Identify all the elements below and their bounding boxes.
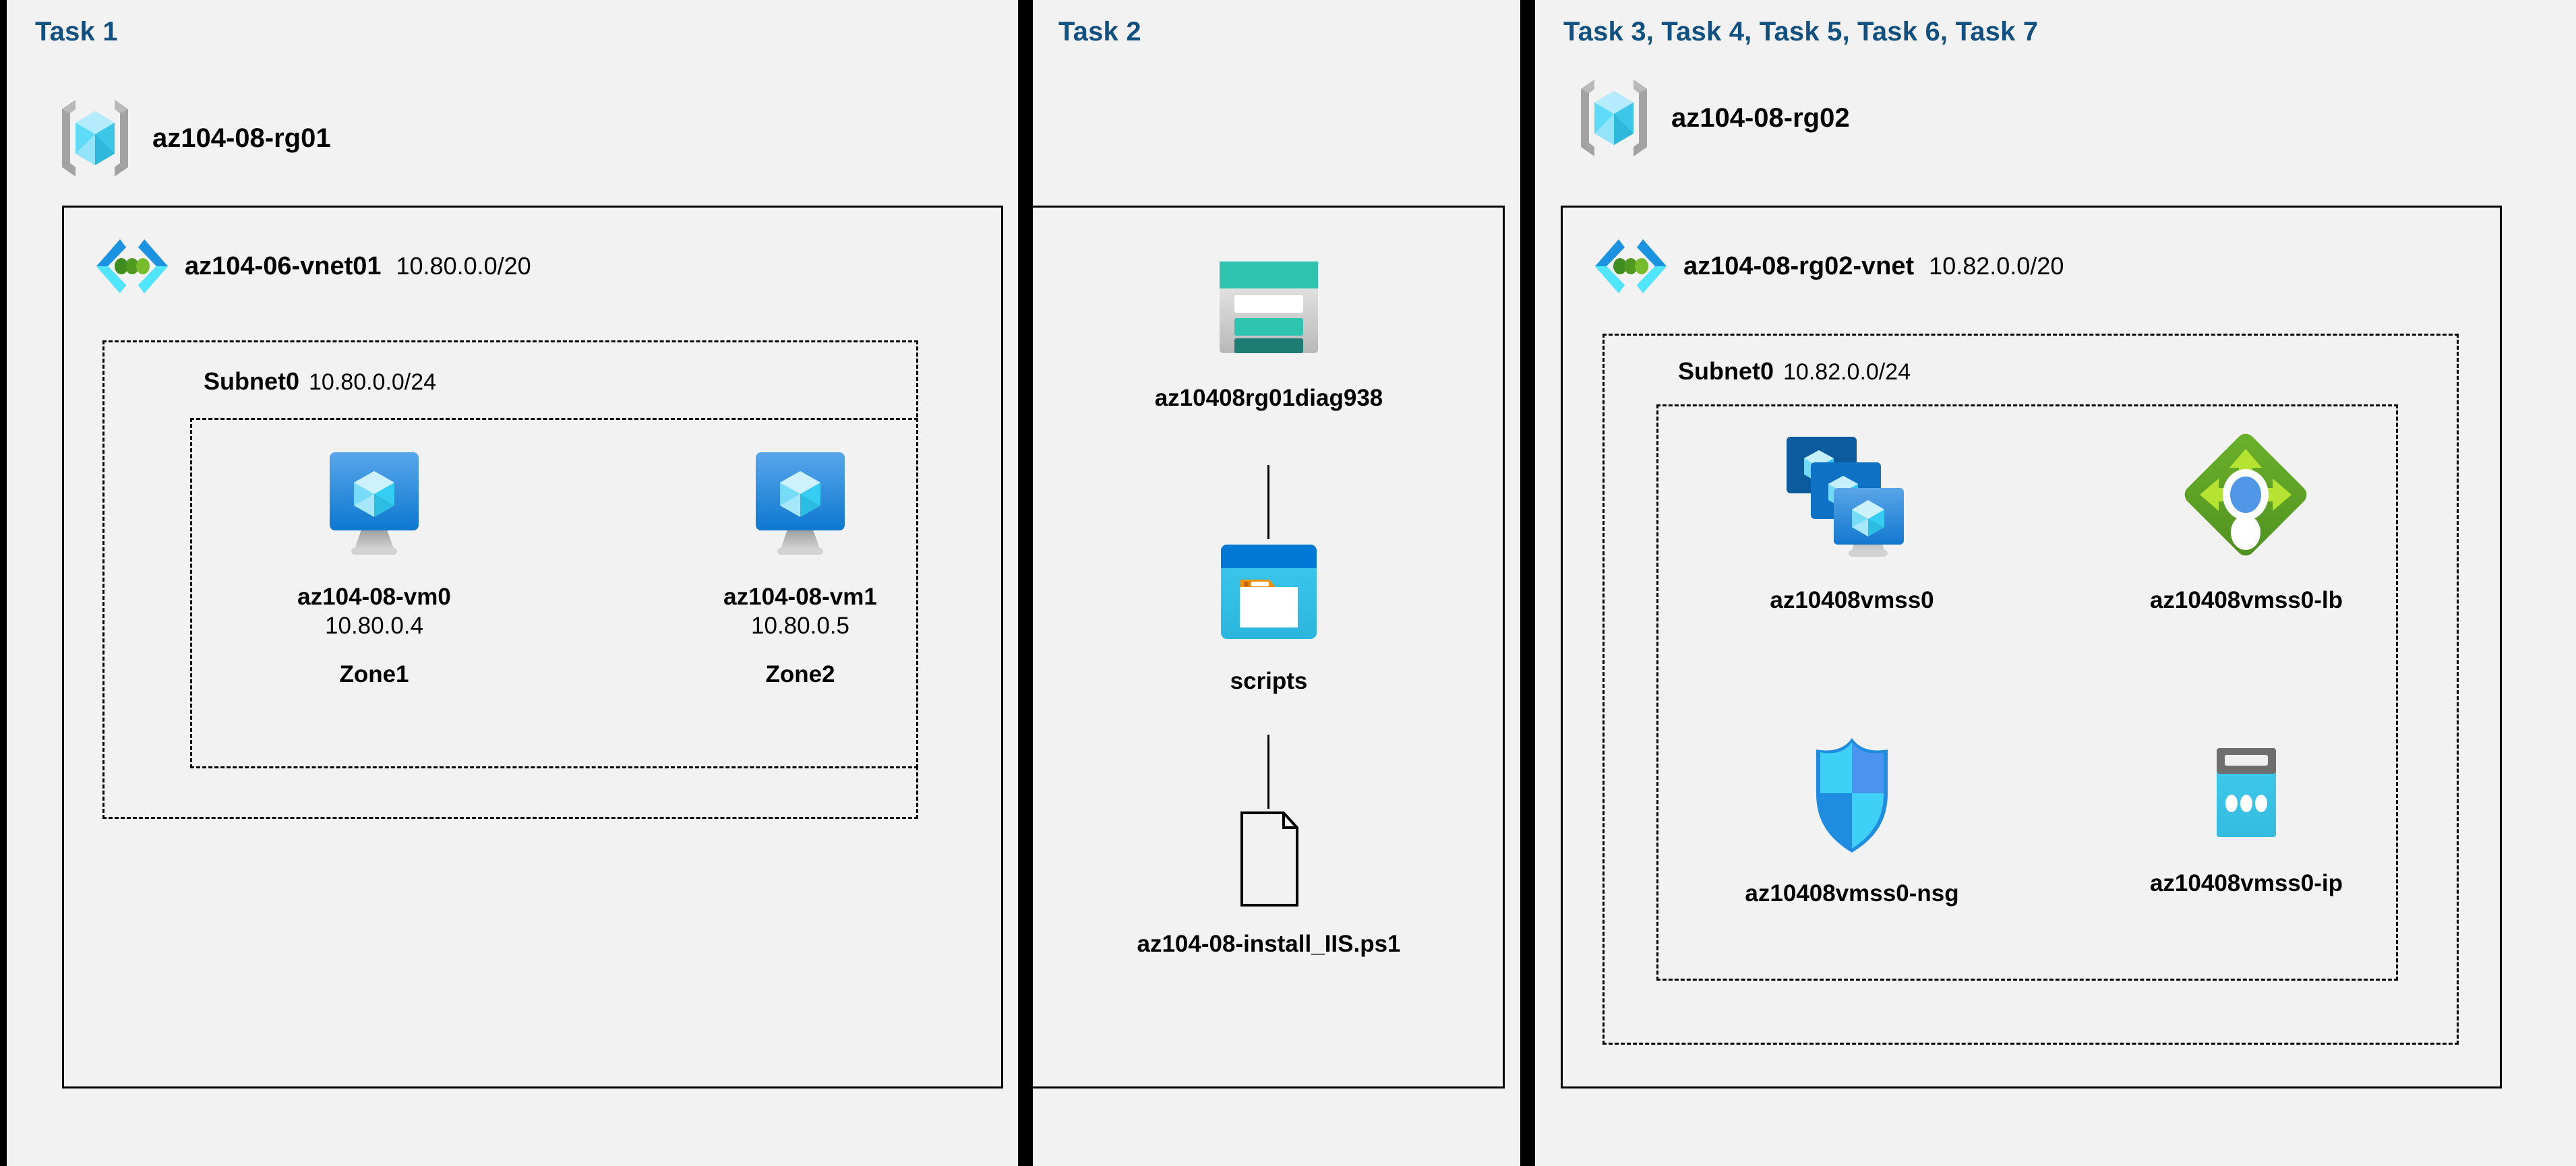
subnet-header-1: Subnet0 10.80.0.0/24 xyxy=(204,367,436,396)
resource-node-public-ip[interactable]: az10408vmss0-ip xyxy=(2095,741,2398,898)
resource-group-icon xyxy=(1574,74,1654,162)
vm0-name: az104-08-vm0 xyxy=(297,584,451,610)
vnet-cidr-3: 10.82.0.0/20 xyxy=(1929,252,2064,280)
panel-task-1: Task 1 a xyxy=(7,0,1018,1166)
resource-group-name-rg02: az104-08-rg02 xyxy=(1671,102,1850,133)
blob-container-name: scripts xyxy=(1230,668,1308,694)
load-balancer-name: az10408vmss0-lb xyxy=(2149,587,2343,613)
ps1-file-name: az104-08-install_IIS.ps1 xyxy=(1137,931,1401,957)
panel-separator-2 xyxy=(1520,0,1535,1166)
resource-node-vm0[interactable]: az104-08-vm0 10.80.0.4 Zone1 xyxy=(270,448,479,689)
virtual-network-icon xyxy=(1593,233,1669,300)
subnet-header-3: Subnet0 10.82.0.0/24 xyxy=(1678,357,1911,386)
resource-group-header-rg02: az104-08-rg02 xyxy=(1574,74,1850,162)
storage-account-icon xyxy=(1205,256,1333,364)
virtual-network-icon xyxy=(94,233,170,300)
storage-account-name: az10408rg01diag938 xyxy=(1154,385,1383,411)
panel-separator-left-edge xyxy=(0,0,7,1166)
panel-task-3-7: Task 3, Task 4, Task 5, Task 6, Task 7 a… xyxy=(1535,0,2576,1166)
vnet-name-1: az104-06-vnet01 xyxy=(185,251,382,280)
resource-node-nsg[interactable]: az10408vmss0-nsg xyxy=(1694,731,2010,909)
panel-task-2: Task 2 az10408r xyxy=(1033,0,1520,1166)
resource-node-ps1-file[interactable]: az104-08-install_IIS.ps1 xyxy=(1137,809,1401,959)
network-security-group-icon xyxy=(1801,731,1903,859)
resource-group-icon xyxy=(55,94,135,182)
connector-storage-to-container xyxy=(1267,465,1269,539)
task-title-2: Task 2 xyxy=(1058,17,1141,47)
load-balancer-icon xyxy=(2182,431,2310,566)
blob-container-icon xyxy=(1211,539,1326,647)
vmss-name: az10408vmss0 xyxy=(1770,587,1934,613)
resource-node-load-balancer[interactable]: az10408vmss0-lb xyxy=(2095,431,2398,615)
vnet-cidr-1: 10.80.0.0/20 xyxy=(396,252,531,280)
virtual-machine-icon xyxy=(746,448,854,563)
subnet-cidr-3: 10.82.0.0/24 xyxy=(1783,359,1911,385)
public-ip-name: az10408vmss0-ip xyxy=(2149,870,2343,896)
vnet-header-3: az104-08-rg02-vnet 10.82.0.0/20 xyxy=(1593,233,2064,300)
panel-separator-1 xyxy=(1018,0,1033,1166)
resource-node-vmss[interactable]: az10408vmss0 xyxy=(1690,431,2014,615)
subnet-name-1: Subnet0 xyxy=(204,367,300,395)
virtual-machine-icon xyxy=(320,448,428,563)
resource-node-storage-account[interactable]: az10408rg01diag938 xyxy=(1147,256,1390,413)
vm1-zone: Zone2 xyxy=(765,661,835,688)
resource-group-name-rg01: az104-08-rg01 xyxy=(152,123,331,153)
subnet-name-3: Subnet0 xyxy=(1678,357,1774,385)
nsg-name: az10408vmss0-nsg xyxy=(1745,880,1959,907)
connector-container-to-file xyxy=(1267,735,1269,809)
task-title-1: Task 1 xyxy=(35,17,118,47)
task-title-3: Task 3, Task 4, Task 5, Task 6, Task 7 xyxy=(1563,17,2039,47)
resource-node-blob-container[interactable]: scripts xyxy=(1164,539,1373,696)
vnet-header-1: az104-06-vnet01 10.80.0.0/20 xyxy=(94,233,531,300)
resource-node-vm1[interactable]: az104-08-vm1 10.80.0.5 Zone2 xyxy=(696,448,905,689)
resource-group-header-rg01: az104-08-rg01 xyxy=(55,94,331,182)
vm-scale-set-icon xyxy=(1774,431,1929,566)
subnet-cidr-1: 10.80.0.0/24 xyxy=(309,369,437,395)
file-icon xyxy=(1222,809,1316,910)
vnet-name-3: az104-08-rg02-vnet xyxy=(1683,251,1915,280)
public-ip-address-icon xyxy=(2192,741,2300,849)
vm0-zone: Zone1 xyxy=(339,661,409,688)
vm0-ip: 10.80.0.4 xyxy=(325,612,423,639)
vm1-name: az104-08-vm1 xyxy=(723,584,877,610)
vm1-ip: 10.80.0.5 xyxy=(751,612,849,639)
